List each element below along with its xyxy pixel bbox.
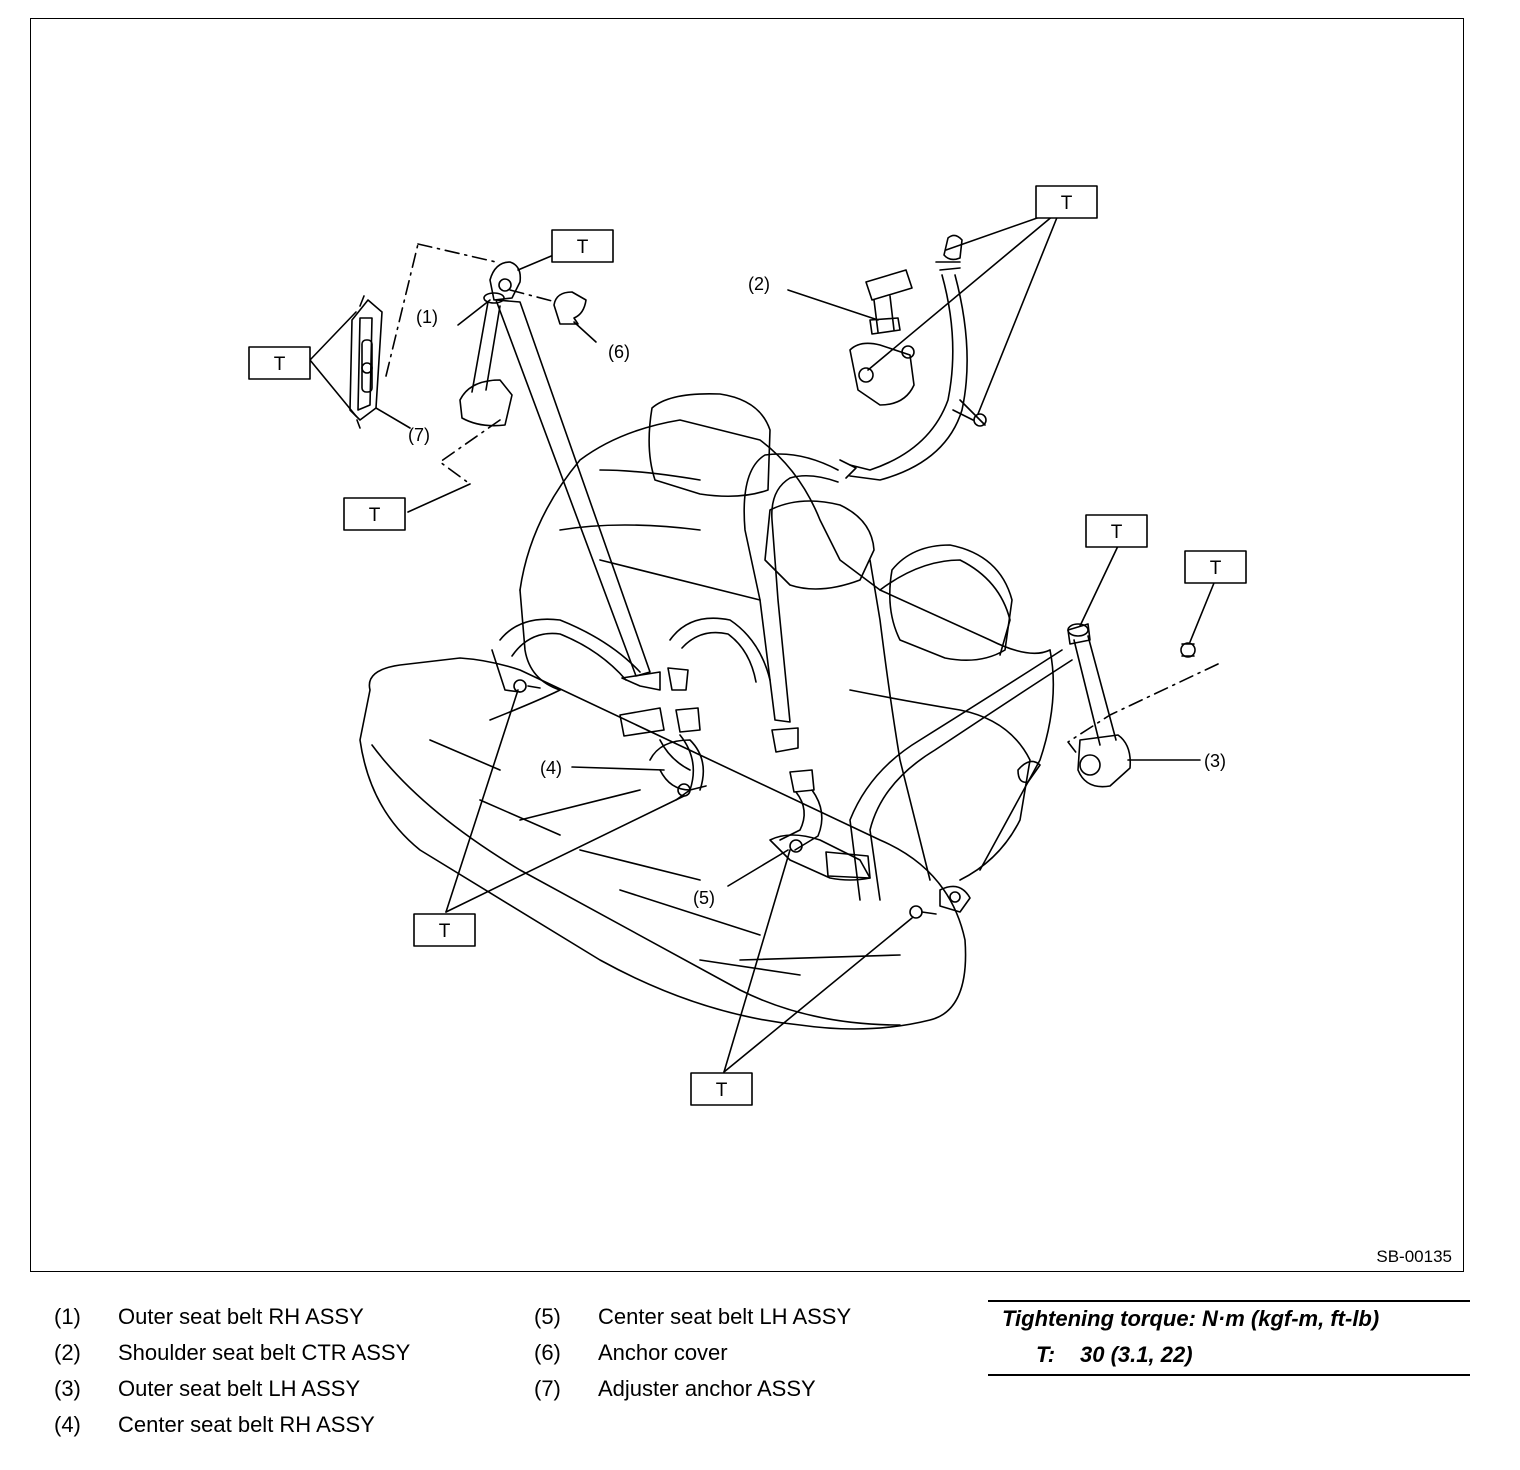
seat-backs: [519, 419, 1055, 881]
legend-item: (6) Anchor cover: [534, 1338, 851, 1374]
svg-text:T: T: [1111, 522, 1123, 543]
torque-value: 30 (3.1, 22): [1080, 1342, 1193, 1367]
legend-text: Center seat belt RH ASSY: [118, 1412, 375, 1437]
legend-text: Center seat belt LH ASSY: [598, 1304, 852, 1329]
center-seat-belt-lh: [769, 769, 937, 919]
headrests: [648, 392, 1013, 661]
legend-left: (1) Outer seat belt RH ASSY (2) Shoulder s…: [54, 1302, 410, 1446]
torque-marker-1: T: [551, 229, 614, 263]
tightening-torque-box: Tightening torque: N·m (kgf-m, ft-lb) T:…: [988, 1300, 1470, 1376]
callout-6: (6): [608, 342, 630, 362]
legend-item: (7) Adjuster anchor ASSY: [534, 1374, 851, 1410]
legend-right: (5) Center seat belt LH ASSY (6) Anchor co…: [534, 1302, 851, 1410]
torque-marker-4: T: [343, 497, 406, 531]
center-seat-belt-rh: [491, 617, 771, 801]
svg-text:T: T: [577, 237, 589, 258]
legend-number: (3): [54, 1376, 81, 1401]
legend-number: (1): [54, 1304, 81, 1329]
callout-4: (4): [540, 758, 562, 778]
legend-number: (4): [54, 1412, 81, 1437]
torque-title: Tightening torque: N·m (kgf-m, ft-lb): [1002, 1306, 1380, 1331]
torque-label: T:: [1036, 1342, 1056, 1367]
seat-belt-diagram: T T T T T T T T (1) (2) (3) (4) (5) (6) …: [248, 185, 1452, 1266]
torque-marker-2: T: [1035, 185, 1098, 219]
legend-item: (3) Outer seat belt LH ASSY: [54, 1374, 410, 1410]
torque-marker-3: T: [248, 346, 311, 380]
callout-5: (5): [693, 888, 715, 908]
callout-1: (1): [416, 307, 438, 327]
outer-seat-belt-rh: [459, 261, 661, 691]
svg-text:T: T: [1210, 558, 1222, 579]
torque-marker-5: T: [1085, 514, 1148, 548]
callout-2: (2): [748, 274, 770, 294]
torque-marker-6: T: [1184, 550, 1247, 584]
leader-lines: [309, 209, 1215, 1073]
torque-spec: T: 30 (3.1, 22): [1036, 1342, 1193, 1368]
figure-frame: [30, 18, 1464, 1272]
legend-item: (5) Center seat belt LH ASSY: [534, 1302, 851, 1338]
legend-number: (6): [534, 1340, 561, 1365]
callout-3: (3): [1204, 751, 1226, 771]
legend-number: (5): [534, 1304, 561, 1329]
legend-item: (2) Shoulder seat belt CTR ASSY: [54, 1338, 410, 1374]
figure-code: SB-00135: [1376, 1247, 1452, 1266]
callout-7: (7): [408, 425, 430, 445]
svg-text:T: T: [716, 1080, 728, 1101]
svg-text:T: T: [274, 354, 286, 375]
legend-text: Outer seat belt RH ASSY: [118, 1304, 364, 1329]
legend-item: (1) Outer seat belt RH ASSY: [54, 1302, 410, 1338]
svg-text:T: T: [439, 921, 451, 942]
alignment-lines: [385, 243, 1219, 756]
svg-text:T: T: [369, 505, 381, 526]
outer-seat-belt-lh: [849, 623, 1196, 913]
svg-text:T: T: [1061, 193, 1073, 214]
legend-number: (2): [54, 1340, 81, 1365]
torque-marker-7: T: [413, 913, 476, 947]
legend-text: Outer seat belt LH ASSY: [118, 1376, 361, 1401]
legend-number: (7): [534, 1376, 561, 1401]
legend-text: Adjuster anchor ASSY: [598, 1376, 816, 1401]
legend-text: Shoulder seat belt CTR ASSY: [118, 1340, 411, 1365]
shoulder-seat-belt-ctr: [743, 234, 987, 753]
seat-cushion: [359, 657, 967, 1030]
anchor-cover: [553, 291, 587, 325]
torque-marker-8: T: [690, 1072, 753, 1106]
legend-text: Anchor cover: [598, 1340, 728, 1365]
legend-item: (4) Center seat belt RH ASSY: [54, 1410, 410, 1446]
